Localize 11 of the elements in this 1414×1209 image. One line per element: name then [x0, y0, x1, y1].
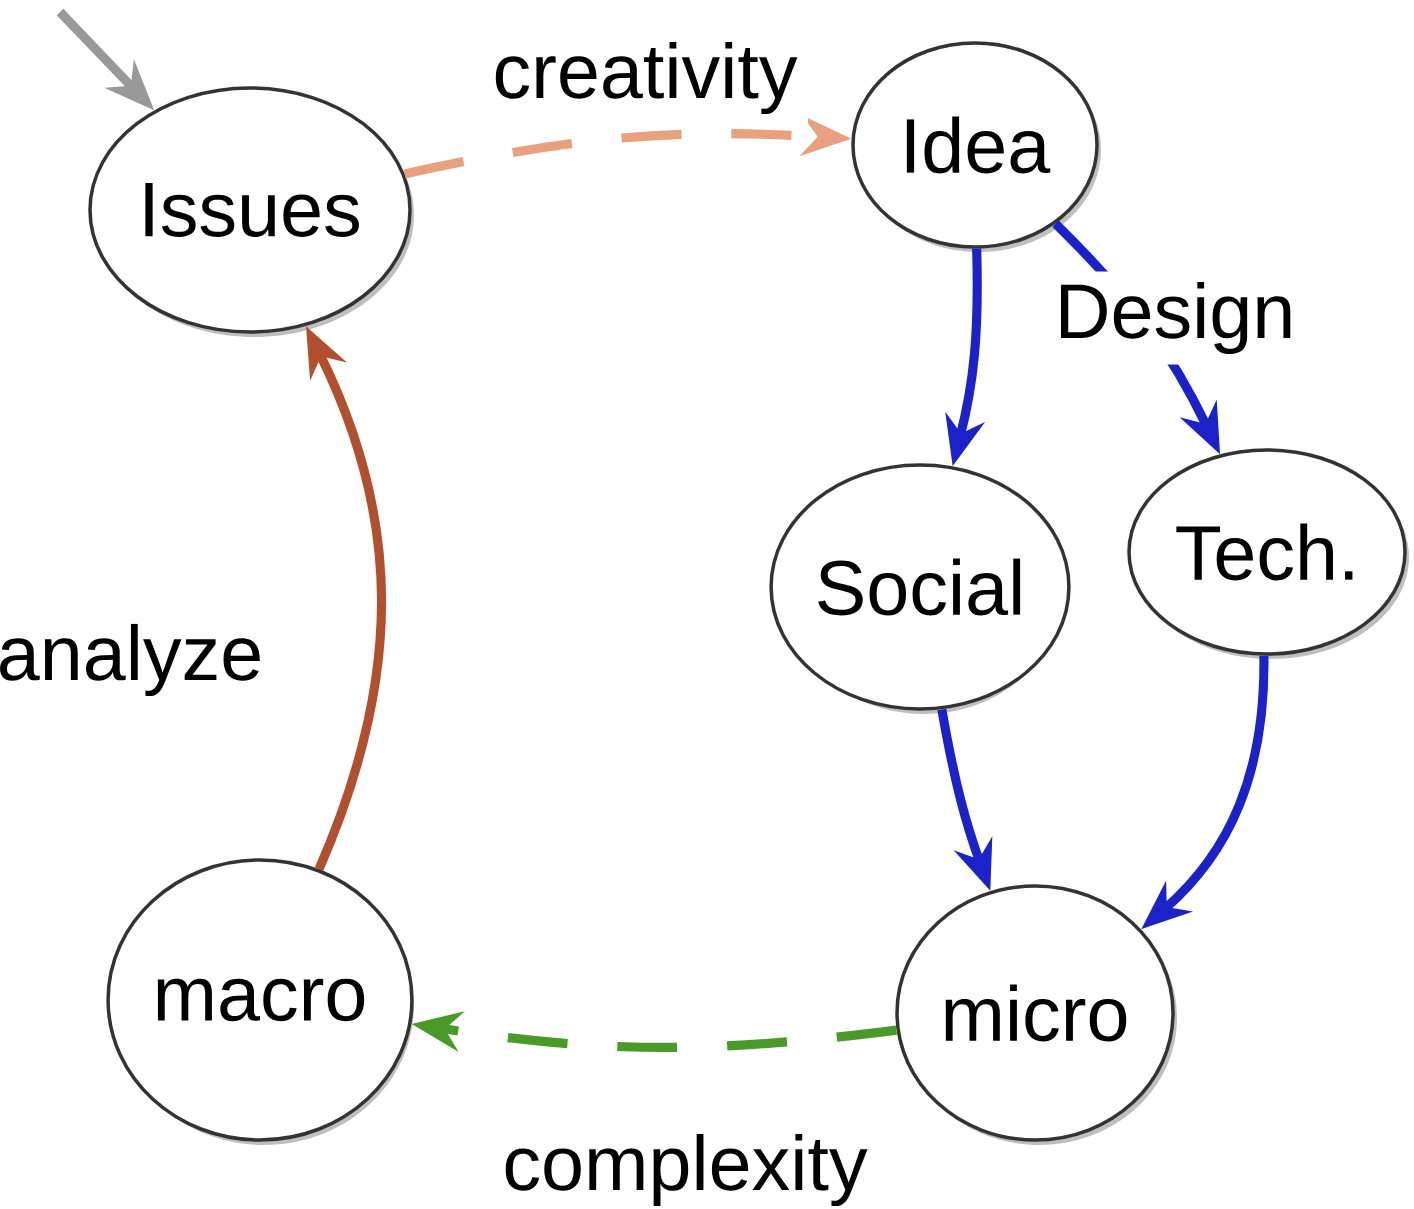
- edge-label: analyze: [0, 613, 274, 707]
- edge-label: creativity: [481, 31, 809, 125]
- edge-label: complexity: [491, 1123, 879, 1209]
- ellipse-node: Idea: [851, 41, 1101, 252]
- ellipse-node: macro: [106, 858, 414, 1145]
- ellipse-node: Issues: [88, 86, 414, 337]
- node-label: Tech.: [1176, 523, 1353, 581]
- ellipse-node: Tech.: [1127, 448, 1409, 659]
- ellipse-node: micro: [895, 884, 1177, 1145]
- ellipse-node: Social: [769, 463, 1071, 714]
- edge-label: Design: [1044, 271, 1306, 365]
